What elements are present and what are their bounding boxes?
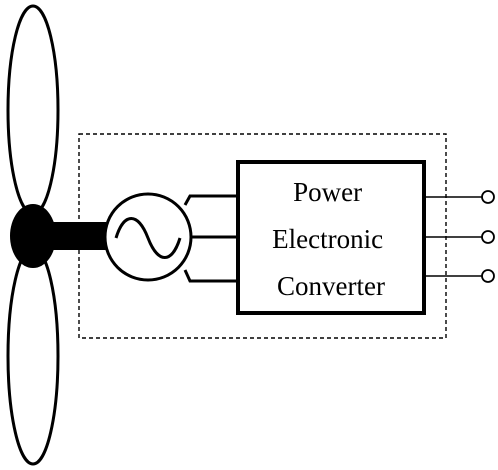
output-terminals bbox=[481, 190, 495, 283]
output-terminal-2 bbox=[481, 230, 495, 244]
generator-converter-phase-lines bbox=[183, 194, 238, 283]
converter-label-line-1: Power bbox=[293, 177, 362, 207]
upper-blade bbox=[6, 4, 60, 216]
converter-label-line-2: Electronic bbox=[272, 224, 383, 254]
lower-blade bbox=[6, 246, 60, 466]
generator-icon bbox=[103, 192, 193, 282]
sine-wave-icon bbox=[114, 217, 182, 259]
svg-text:Power Electronic Conve: Power Electronic Converter bbox=[272, 177, 390, 301]
output-terminal-3 bbox=[481, 269, 495, 283]
turbine-blades-icon bbox=[6, 4, 60, 466]
converter-label-line-3: Converter bbox=[277, 271, 385, 301]
turbine-hub-icon bbox=[10, 204, 56, 268]
output-lines bbox=[424, 196, 482, 277]
output-terminal-1 bbox=[481, 190, 495, 204]
